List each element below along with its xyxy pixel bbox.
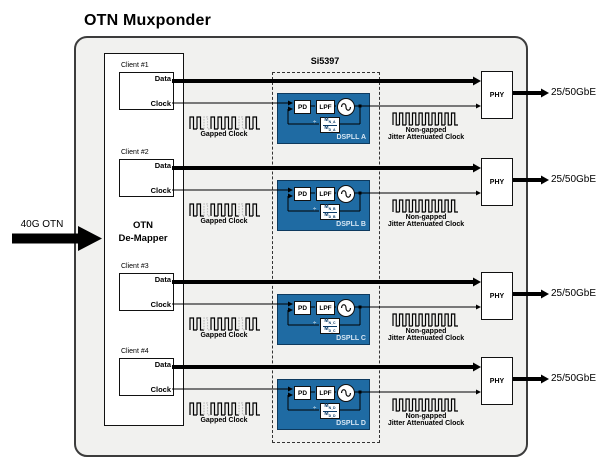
- sine-wave-icon: [340, 389, 352, 397]
- client-data-port-label: Data: [154, 275, 171, 284]
- client-data-port-label: Data: [154, 161, 171, 170]
- client-box: Data Clock: [119, 273, 174, 311]
- nongapped-label-line1: Non-gapped: [405, 127, 447, 134]
- output-rate-label: 25/50GbE: [551, 87, 597, 98]
- oscillator-circle: [337, 384, 355, 402]
- dspll-name-label: DSPLL B: [336, 221, 366, 228]
- phy-box: PHY: [481, 357, 513, 405]
- output-rate-label: 25/50GbE: [551, 373, 597, 384]
- oscillator-circle: [337, 299, 355, 317]
- dspll-name-label: DSPLL C: [336, 335, 366, 342]
- sine-wave-icon: [340, 103, 352, 111]
- dspll-block: PD LPF ÷ MN_B MD_B DSPLL B: [277, 180, 370, 231]
- feedback-divider-box: MN_D MD_D: [320, 403, 340, 419]
- dspll-block: PD LPF ÷ MN_A MD_A DSPLL A: [277, 93, 370, 144]
- feedback-divider-box: MN_A MD_A: [320, 117, 340, 133]
- client-label: Client #4: [121, 348, 149, 355]
- divider-denominator: MD_D: [324, 410, 336, 418]
- dspll-name-label: DSPLL D: [336, 420, 366, 427]
- client-label: Client #3: [121, 263, 149, 270]
- divide-sign: ÷: [313, 406, 317, 412]
- diagram-title: OTN Muxponder: [84, 12, 212, 29]
- sine-wave-icon: [340, 190, 352, 198]
- oscillator-circle: [337, 98, 355, 116]
- input-40g-otn-label: 40G OTN: [20, 219, 64, 230]
- dspll-name-label: DSPLL A: [336, 134, 366, 141]
- gapped-clock-label: Gapped Clock: [200, 332, 248, 339]
- divide-sign: ÷: [313, 321, 317, 327]
- loop-filter-box: LPF: [316, 187, 335, 201]
- loop-filter-box: LPF: [316, 301, 335, 315]
- client-label: Client #1: [121, 62, 149, 69]
- si5397-chip-boundary: [272, 72, 380, 443]
- nongapped-label-line1: Non-gapped: [405, 214, 447, 221]
- phy-output-arrow-row1: [541, 88, 549, 98]
- feedback-divider-box: MN_B MD_B: [320, 204, 340, 220]
- client-box: Data Clock: [119, 72, 174, 110]
- phy-output-arrow-row2: [541, 175, 549, 185]
- divider-denominator: MD_B: [324, 211, 336, 219]
- phy-box: PHY: [481, 272, 513, 320]
- gapped-clock-label: Gapped Clock: [200, 131, 248, 138]
- otn-demapper-label-line1: OTN: [132, 220, 154, 231]
- client-data-port-label: Data: [154, 74, 171, 83]
- client-label: Client #2: [121, 149, 149, 156]
- nongapped-label-line1: Non-gapped: [405, 328, 447, 335]
- gapped-clock-label: Gapped Clock: [200, 218, 248, 225]
- dspll-block: PD LPF ÷ MN_C MD_C DSPLL C: [277, 294, 370, 345]
- loop-filter-box: LPF: [316, 100, 335, 114]
- divider-numerator: MN_A: [323, 116, 337, 126]
- oscillator-circle: [337, 185, 355, 203]
- client-clock-port-label: Clock: [150, 385, 171, 394]
- sine-wave-icon: [340, 304, 352, 312]
- phase-detector-box: PD: [294, 301, 311, 315]
- phase-detector-box: PD: [294, 100, 311, 114]
- loop-filter-box: LPF: [316, 386, 335, 400]
- dspll-block: PD LPF ÷ MN_D MD_D DSPLL D: [277, 379, 370, 430]
- divide-sign: ÷: [313, 120, 317, 126]
- nongapped-label-line1: Non-gapped: [405, 413, 447, 420]
- phy-output-arrow-row4: [541, 374, 549, 384]
- gapped-clock-label: Gapped Clock: [200, 417, 248, 424]
- nongapped-label-line2: Jitter Attenuated Clock: [387, 335, 465, 342]
- nongapped-label-line2: Jitter Attenuated Clock: [387, 420, 465, 427]
- client-clock-port-label: Clock: [150, 186, 171, 195]
- output-rate-label: 25/50GbE: [551, 174, 597, 185]
- divider-denominator: MD_A: [324, 124, 336, 132]
- client-clock-port-label: Clock: [150, 99, 171, 108]
- si5397-chip-label: Si5397: [310, 56, 340, 66]
- divider-numerator: MN_B: [323, 203, 337, 213]
- phase-detector-box: PD: [294, 187, 311, 201]
- client-data-port-label: Data: [154, 360, 171, 369]
- feedback-divider-box: MN_C MD_C: [320, 318, 340, 334]
- phy-box: PHY: [481, 71, 513, 119]
- divider-denominator: MD_C: [324, 325, 336, 333]
- divider-numerator: MN_D: [323, 402, 337, 412]
- nongapped-label-line2: Jitter Attenuated Clock: [387, 134, 465, 141]
- divider-numerator: MN_C: [323, 317, 337, 327]
- client-box: Data Clock: [119, 159, 174, 197]
- nongapped-label-line2: Jitter Attenuated Clock: [387, 221, 465, 228]
- output-rate-label: 25/50GbE: [551, 288, 597, 299]
- otn-demapper-label-line2: De-Mapper: [118, 233, 168, 244]
- phase-detector-box: PD: [294, 386, 311, 400]
- client-clock-port-label: Clock: [150, 300, 171, 309]
- phy-output-arrow-row3: [541, 289, 549, 299]
- phy-box: PHY: [481, 158, 513, 206]
- divide-sign: ÷: [313, 207, 317, 213]
- client-box: Data Clock: [119, 358, 174, 396]
